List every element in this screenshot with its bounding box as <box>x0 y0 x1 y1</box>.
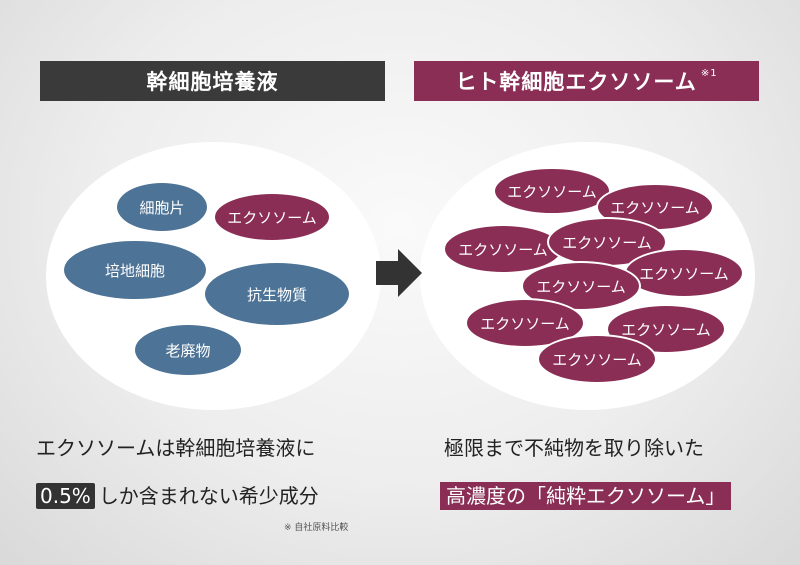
waste-ellipse: 老廃物 <box>135 325 241 375</box>
medium-cell-ellipse: 培地細胞 <box>64 241 206 299</box>
left-item-label: 抗生物質 <box>246 285 307 304</box>
exosome-ellipse: エクソソーム <box>624 248 744 298</box>
right-item-label: エクソソーム <box>536 277 626 296</box>
header-right-label: ヒト幹細胞エクソソーム <box>455 70 697 94</box>
header-right-footnote: ※1 <box>700 67 718 79</box>
left-item-label: 老廃物 <box>165 341 211 360</box>
left-caption-line2-text: しか含まれない希少成分 <box>98 484 319 508</box>
right-item-label: エクソソーム <box>507 182 597 201</box>
right-caption-line2: 高濃度の「純粋エクソソーム」 <box>440 480 732 510</box>
right-item-label: エクソソーム <box>621 320 711 339</box>
exosome-ellipse: エクソソーム <box>537 334 657 384</box>
antibiotic-ellipse: 抗生物質 <box>205 263 349 325</box>
comparison-footnote: ※ 自社原料比較 <box>284 523 349 533</box>
pure-exosome-highlight: 高濃度の「純粋エクソソーム」 <box>440 482 732 510</box>
header-human-exosome: ヒト幹細胞エクソソーム※1 <box>414 61 759 101</box>
header-left-label: 幹細胞培養液 <box>146 70 279 94</box>
right-item-label: エクソソーム <box>480 314 570 333</box>
cell-debris-ellipse: 細胞片 <box>117 183 207 231</box>
arrow-right-icon <box>376 261 398 285</box>
header-stem-cell-culture: 幹細胞培養液 <box>40 61 385 101</box>
right-caption-line1: 極限まで不純物を取り除いた <box>444 436 704 460</box>
right-item-label: エクソソーム <box>639 264 729 283</box>
arrow-right-head <box>398 249 422 297</box>
exosome-ellipse: エクソソーム <box>493 167 611 215</box>
right-item-label: エクソソーム <box>552 350 642 369</box>
left-item-label: 培地細胞 <box>104 261 165 280</box>
right-item-label: エクソソーム <box>458 240 548 259</box>
right-item-label: エクソソーム <box>562 233 652 252</box>
left-caption-line2: 0.5%しか含まれない希少成分 <box>36 480 319 509</box>
left-item-label: 細胞片 <box>139 198 185 217</box>
left-caption-line1: エクソソームは幹細胞培養液に <box>36 436 316 460</box>
exosome-ellipse: エクソソーム <box>213 192 331 242</box>
right-item-label: エクソソーム <box>610 198 700 217</box>
percentage-highlight: 0.5% <box>36 483 95 509</box>
left-item-label: エクソソーム <box>227 208 317 227</box>
